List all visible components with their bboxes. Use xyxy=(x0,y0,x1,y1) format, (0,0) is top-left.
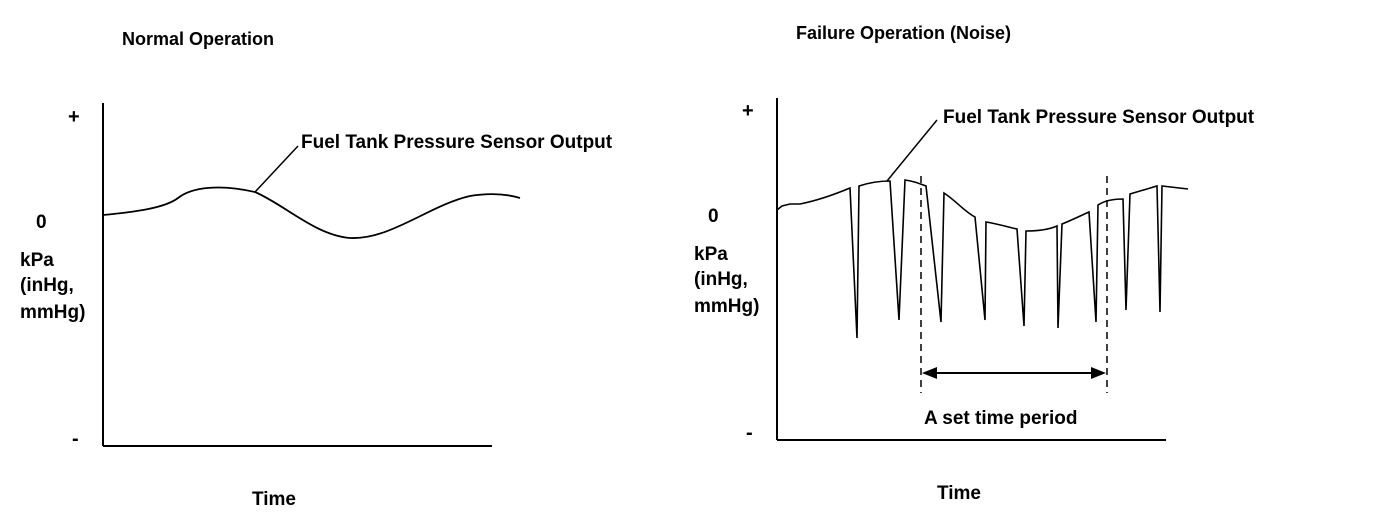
normal-x-label: Time xyxy=(252,489,296,510)
failure-callout-label: Fuel Tank Pressure Sensor Output xyxy=(943,107,1255,128)
normal-title: Normal Operation xyxy=(122,29,274,49)
failure-x-label: Time xyxy=(937,483,981,504)
normal-signal-curve xyxy=(102,186,521,239)
failure-unit-line-2: (inHg, xyxy=(694,269,748,290)
period-arrow-left-head xyxy=(922,367,937,379)
failure-unit-line-1: kPa xyxy=(694,244,728,265)
normal-unit-line-3: mmHg) xyxy=(20,302,85,323)
failure-minus-label: - xyxy=(746,422,753,444)
normal-operation-panel: Normal Operation + 0 kPa (inHg, mmHg) - … xyxy=(20,29,613,510)
period-label: A set time period xyxy=(924,408,1077,429)
failure-operation-panel: Failure Operation (Noise) + 0 kPa (inHg,… xyxy=(694,23,1255,504)
failure-callout-leader xyxy=(886,119,938,182)
period-arrow-right-head xyxy=(1091,367,1106,379)
failure-unit-line-3: mmHg) xyxy=(694,296,759,317)
normal-plus-label: + xyxy=(68,106,80,128)
failure-plus-label: + xyxy=(742,100,754,122)
normal-callout-leader xyxy=(254,145,299,193)
failure-zero-label: 0 xyxy=(708,206,719,227)
normal-minus-label: - xyxy=(72,428,79,450)
normal-unit-line-1: kPa xyxy=(20,250,54,271)
normal-zero-label: 0 xyxy=(36,212,47,233)
failure-title: Failure Operation (Noise) xyxy=(796,23,1011,43)
failure-noisy-signal xyxy=(776,179,1189,339)
normal-callout-label: Fuel Tank Pressure Sensor Output xyxy=(301,132,613,153)
normal-unit-line-2: (inHg, xyxy=(20,275,74,296)
